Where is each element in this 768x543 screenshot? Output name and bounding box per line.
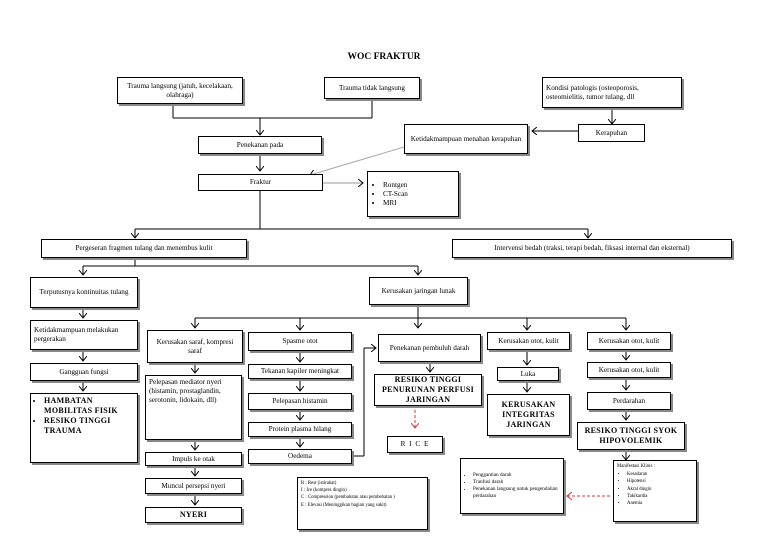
manifestasi-title: Manifestasi Klinis : (617, 464, 655, 469)
manifestasi-item: Takikardia (627, 493, 651, 500)
diagram-title: WOC FRAKTUR (347, 52, 421, 62)
node-dx-syok: RESIKO TINGGI SYOK HIPOVOLEMIK (577, 422, 685, 450)
manifestasi-item: Hipotensi (627, 478, 651, 485)
rice-legend-item: C : Compression (pembalutan atau pembeba… (301, 495, 395, 501)
node-rice: R I C E (387, 436, 443, 453)
node-kerusakan-saraf: Kerusakan saraf, kompresi saraf (147, 330, 243, 363)
node-kerusakan-otot-kulit-3: Kerusakan otot, kulit (587, 362, 671, 378)
node-gangguan-fungsi: Gangguan fungsi (30, 363, 138, 381)
node-kondisi-patologis: Kondisi patologis (osteoporosis, osteomi… (542, 77, 682, 108)
diagnosis-label: HAMBATAN MOBILITAS FISIK (44, 396, 134, 416)
manifestasi-item: Anemia (627, 500, 651, 507)
node-kerapuhan: Kerapuhan (578, 124, 645, 142)
node-fraktur: Fraktur (198, 174, 323, 191)
rice-legend-item: I : Ice (kompres dingin) (301, 488, 347, 494)
manifestasi-item: Kesadaran (627, 471, 651, 478)
node-perdarahan: Perdarahan (587, 392, 671, 410)
penanganan-item: Penggantian darah (473, 472, 560, 479)
node-impuls-otak: Impuls ke otak (145, 452, 242, 466)
node-kerusakan-jaringan-lunak: Kerusakan jaringan lunak (369, 277, 468, 305)
rice-legend-item: R : Rest (istirahat) (301, 481, 337, 486)
node-dx-integritas: KERUSAKAN INTEGRITAS JARINGAN (487, 394, 570, 436)
node-pelepasan-histamin: Pelepasan histamin (248, 393, 352, 410)
penanganan-item: Penekanan langsung untuk pengendalian pe… (473, 486, 560, 500)
node-penekanan-pada: Penekanan pada (198, 136, 322, 154)
node-rice-legend: R : Rest (istirahat) I : Ice (kompres di… (297, 477, 428, 530)
node-dx-perfusi: RESIKO TINGGI PENURUNAN PERFUSI JARINGAN (374, 374, 482, 406)
diagnostics-list: Rontgen CT-Scan MRI (371, 181, 408, 208)
node-intervensi-bedah: Intervensi bedah (traksi, terapi bedah, … (452, 239, 732, 258)
node-trauma-tidak-langsung: Trauma tidak langsung (324, 77, 420, 99)
node-luka: Luka (497, 367, 559, 381)
node-protein-plasma: Protein plasma hilang (248, 422, 352, 437)
diagnostic-item: MRI (383, 199, 408, 208)
node-muncul-persepsi: Muncul persepsi nyeri (145, 478, 242, 494)
node-diagnostics: Rontgen CT-Scan MRI (367, 171, 459, 217)
diagnosis-label: RESIKO TINGGI TRAUMA (44, 416, 134, 436)
node-spasme-otot: Spasme otot (248, 332, 352, 351)
node-manifestasi: Manifestasi Klinis : Kesadaran Hipotensi… (613, 460, 697, 522)
manifestasi-item: Akral dingin (627, 486, 651, 493)
node-kerusakan-otot-kulit-2: Kerusakan otot, kulit (587, 332, 671, 350)
node-ketidakmampuan-pergerakan: Ketidakmampuan melakukan pergerakan (30, 320, 138, 350)
node-tekanan-kapiler: Tekanan kapiler meningkat (248, 364, 352, 379)
node-penanganan: Penggantian darah Tranfusi darah Penekan… (460, 458, 564, 514)
node-dx-mobilitas: HAMBATAN MOBILITAS FISIK RESIKO TINGGI T… (30, 393, 138, 463)
diagnostic-item: Rontgen (383, 181, 408, 190)
node-pergeseran: Pergeseran fragmen tulang dan menembus k… (41, 239, 247, 258)
node-dx-nyeri: NYERI (145, 507, 242, 523)
node-terputusnya-kontinuitas: Terputusnya kontinuitas tulang (30, 277, 138, 308)
node-pelepasan-mediator: Pelepasan mediator nyeri (histamin, pros… (145, 375, 242, 440)
diagnostic-item: CT-Scan (383, 190, 408, 199)
node-trauma-langsung: Trauma langsung (jatuh, kecelakaan, olah… (117, 77, 243, 104)
rice-legend-item: E : Elevasi (Meninggikan bagian yang sak… (301, 502, 387, 508)
node-kerusakan-otot-kulit-1: Kerusakan otot, kulit (487, 332, 570, 350)
node-ketidakmampuan-menahan: Ketidakmampuan menahan kerapuhan (404, 124, 528, 154)
node-penekanan-pembuluh: Penekanan pembuluh darah (378, 334, 481, 362)
node-oedema: Oedema (248, 449, 352, 464)
penanganan-item: Tranfusi darah (473, 479, 560, 486)
